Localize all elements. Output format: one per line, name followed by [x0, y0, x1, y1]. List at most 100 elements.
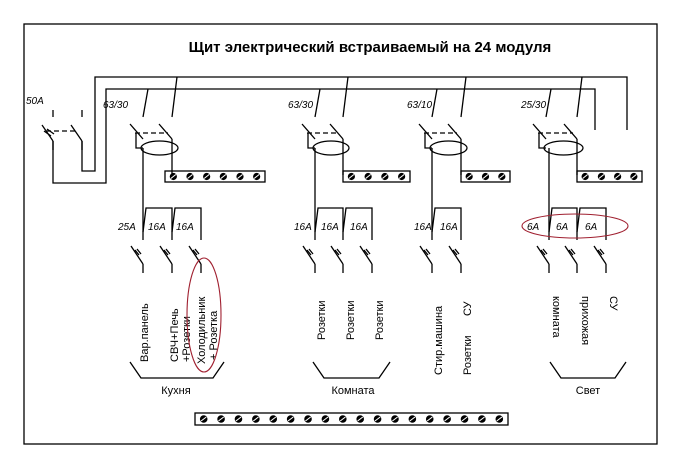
- phase-feed-wire: [81, 76, 628, 172]
- breaker-blade: [419, 245, 433, 265]
- breaker-rating: 16A: [321, 222, 339, 233]
- breaker-rating: 6A: [585, 222, 598, 233]
- bus-screw-slot: [498, 174, 505, 179]
- breaker-rating: 25A: [117, 222, 136, 233]
- group-bracket: [312, 361, 391, 379]
- bus-screw-slot: [614, 174, 621, 179]
- breaker-mark: [568, 249, 574, 256]
- breaker-mark: [363, 249, 369, 256]
- breaker-mark: [542, 248, 548, 255]
- main-switch-mark: [43, 130, 52, 137]
- rcd-contact: [129, 123, 144, 140]
- load-label: Розетки: [462, 335, 474, 375]
- group-bracket: [129, 361, 225, 379]
- rcd-rating: 63/30: [288, 100, 313, 111]
- rcd-n-feed: [431, 88, 438, 118]
- bus-screw-slot: [365, 174, 371, 179]
- breaker-mark: [194, 248, 200, 255]
- load-label: СУ: [462, 300, 474, 316]
- bus-screw-slot: [170, 174, 177, 179]
- rcd-l-feed: [342, 76, 349, 118]
- load-label: комната: [550, 296, 562, 338]
- rcd-toroid-icon: [543, 140, 584, 156]
- load-label: прихожая: [579, 296, 591, 345]
- load-label: + Розетка: [208, 310, 220, 360]
- load-label: СУ: [607, 296, 619, 312]
- bus-screw-slot: [426, 416, 433, 422]
- neutral-bus-bar: [576, 170, 643, 183]
- bus-screw-slot: [220, 174, 227, 179]
- breaker-rating: 16A: [350, 222, 368, 233]
- breaker-rating: 16A: [414, 222, 432, 233]
- rcd-contact: [158, 123, 173, 140]
- breaker-jumper: [142, 207, 173, 240]
- rcd-rating: 63/10: [407, 100, 432, 111]
- bus-screw-slot: [461, 416, 468, 422]
- breaker-blade: [130, 245, 144, 265]
- breaker-mark: [134, 249, 140, 256]
- wiring: [41, 76, 643, 426]
- group-label-light: Свет: [576, 385, 600, 397]
- bus-screw-slot: [466, 174, 473, 179]
- load-label: Розетки: [345, 300, 357, 340]
- breaker-mark: [334, 249, 340, 256]
- rcd-contact: [563, 123, 578, 140]
- breaker-mark: [192, 249, 198, 256]
- bus-screw-slot: [203, 174, 210, 179]
- neutral-bus-bar: [460, 170, 511, 183]
- breaker-mark: [306, 249, 312, 256]
- breaker-mark: [136, 248, 142, 255]
- bus-screw-slot: [253, 174, 260, 179]
- bus-screw-slot: [218, 416, 225, 422]
- breaker-mark: [308, 248, 314, 255]
- breaker-mark: [540, 249, 546, 256]
- bus-screw-slot: [374, 416, 381, 422]
- rcd-contact: [532, 123, 547, 140]
- neutral-bus-bar: [342, 170, 411, 183]
- neutral-feed-wire: [52, 88, 596, 184]
- frame-border: [23, 23, 658, 445]
- breaker-mark: [423, 249, 429, 256]
- rcd-contact: [418, 123, 433, 140]
- rcd-contact: [447, 123, 462, 140]
- breaker-mark: [599, 248, 605, 255]
- group-bracket: [549, 361, 627, 379]
- breaker-mark: [365, 248, 371, 255]
- bus-screw-slot: [339, 416, 346, 422]
- bus-screw-slot: [496, 416, 503, 422]
- breaker-mark: [454, 248, 460, 255]
- breaker-jumper: [342, 207, 373, 240]
- breaker-mark: [425, 248, 431, 255]
- rcd-toroid-icon: [429, 140, 468, 156]
- rcd-n-feed: [545, 88, 552, 118]
- bus-screw-slot: [252, 416, 259, 422]
- load-label: Розетки: [316, 300, 328, 340]
- breaker-blade: [536, 245, 550, 265]
- main-switch-rating: 50A: [26, 96, 44, 107]
- rcd-l-feed: [171, 76, 178, 118]
- rcd-contact: [301, 123, 316, 140]
- breaker-rating: 16A: [176, 222, 194, 233]
- bus-screw-slot: [598, 174, 605, 179]
- rcd-rating: 63/30: [103, 100, 128, 111]
- group-label-kitchen: Кухня: [161, 385, 190, 397]
- bus-screw-slot: [478, 416, 485, 422]
- rcd-l-feed: [460, 76, 467, 118]
- breaker-mark: [597, 249, 603, 256]
- neutral-bus-bar: [164, 170, 266, 183]
- ground-bus-bar: [194, 412, 509, 426]
- breaker-rating: 16A: [294, 222, 312, 233]
- bus-screw-slot: [237, 174, 243, 179]
- highlight-ellipse: [521, 213, 629, 239]
- breaker-mark: [336, 248, 342, 255]
- rcd-n-feed: [142, 88, 149, 118]
- rcd-n-feed: [314, 88, 321, 118]
- bus-screw-slot: [357, 416, 364, 422]
- breaker-blade: [330, 245, 344, 265]
- breaker-jumper: [171, 207, 202, 240]
- load-label: Холодильник: [196, 297, 208, 364]
- bus-screw-slot: [398, 174, 405, 179]
- breaker-blade: [448, 245, 462, 265]
- breaker-jumper: [314, 207, 344, 240]
